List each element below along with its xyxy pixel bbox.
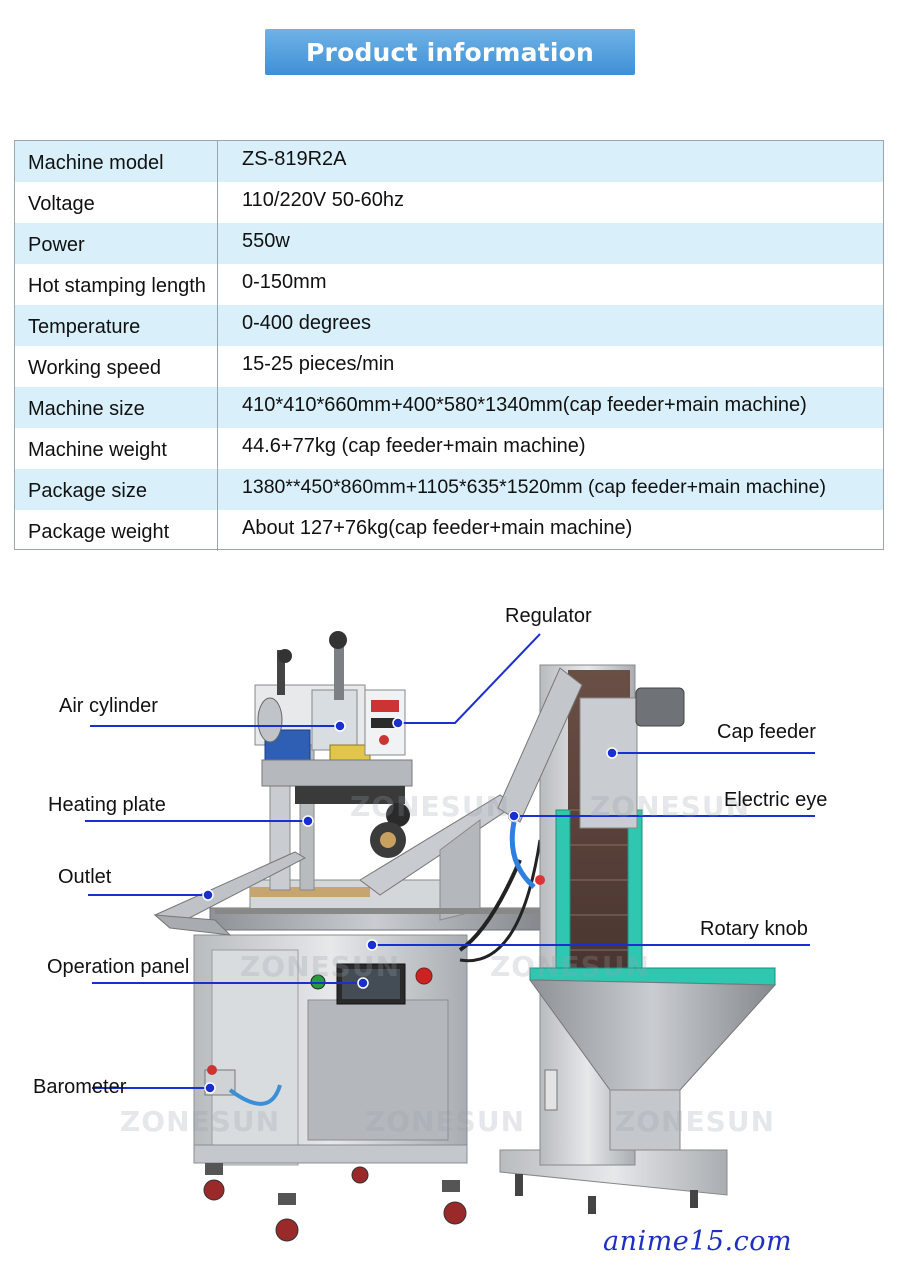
spec-value: 1380**450*860mm+1105*635*1520mm (cap fee… xyxy=(242,476,826,498)
spec-value: 0-150mm xyxy=(242,271,327,293)
spec-row: Hot stamping length 0-150mm xyxy=(15,264,883,305)
callout-lines xyxy=(85,633,815,1089)
watermark: ZONESUN xyxy=(350,790,511,823)
watermark: ZONESUN xyxy=(490,950,651,983)
spec-value: 550w xyxy=(242,230,290,252)
watermark: ZONESUN xyxy=(590,790,751,823)
spec-value: 110/220V 50-60hz xyxy=(242,189,404,211)
spec-label: Package weight xyxy=(15,510,218,551)
spec-table: Machine model ZS-819R2A Voltage 110/220V… xyxy=(14,140,884,551)
spec-label: Hot stamping length xyxy=(15,264,218,305)
callout-rotary-knob: Rotary knob xyxy=(700,918,808,940)
spec-row: Power 550w xyxy=(15,223,883,264)
spec-value: 44.6+77kg (cap feeder+main machine) xyxy=(242,435,586,457)
callout-cap-feeder: Cap feeder xyxy=(717,721,816,743)
spec-value: 0-400 degrees xyxy=(242,312,371,334)
spec-value: About 127+76kg(cap feeder+main machine) xyxy=(242,517,633,539)
callout-dots xyxy=(202,717,618,1094)
site-watermark: anime15.com xyxy=(603,1226,793,1257)
main-machine xyxy=(153,631,560,1242)
spec-row: Machine model ZS-819R2A xyxy=(15,141,883,182)
watermark: ZONESUN xyxy=(120,1105,281,1138)
product-information-banner: Product information xyxy=(265,29,635,75)
spec-row: Package size 1380**450*860mm+1105*635*15… xyxy=(15,469,883,510)
spec-row: Working speed 15-25 pieces/min xyxy=(15,346,883,387)
callout-outlet: Outlet xyxy=(58,866,112,888)
machine-illustration xyxy=(85,631,815,1242)
page-title: Product information xyxy=(306,37,594,67)
callout-electric-eye: Electric eye xyxy=(724,789,828,811)
spec-label: Voltage xyxy=(15,182,218,223)
spec-row: Machine weight 44.6+77kg (cap feeder+mai… xyxy=(15,428,883,469)
spec-label: Machine size xyxy=(15,387,218,428)
spec-row: Machine size 410*410*660mm+400*580*1340m… xyxy=(15,387,883,428)
spec-value: 410*410*660mm+400*580*1340mm(cap feeder+… xyxy=(242,394,807,416)
spec-label: Power xyxy=(15,223,218,264)
spec-value: ZS-819R2A xyxy=(242,148,347,170)
machine-figure: ZONESUN ZONESUN ZONESUN ZONESUN ZONESUN … xyxy=(0,590,900,1281)
spec-label: Machine weight xyxy=(15,428,218,469)
watermark: ZONESUN xyxy=(365,1105,526,1138)
callout-operation-panel: Operation panel xyxy=(47,956,190,978)
callout-air-cylinder: Air cylinder xyxy=(59,695,158,717)
spec-label: Working speed xyxy=(15,346,218,387)
spec-row: Temperature 0-400 degrees xyxy=(15,305,883,346)
callout-barometer: Barometer xyxy=(33,1076,127,1098)
callout-regulator: Regulator xyxy=(505,605,592,627)
watermark: ZONESUN xyxy=(240,950,401,983)
cap-feeder xyxy=(497,664,777,1214)
spec-label: Temperature xyxy=(15,305,218,346)
callout-heating-plate: Heating plate xyxy=(48,794,166,816)
watermark: ZONESUN xyxy=(615,1105,776,1138)
spec-value: 15-25 pieces/min xyxy=(242,353,395,375)
spec-row: Package weight About 127+76kg(cap feeder… xyxy=(15,510,883,551)
spec-label: Package size xyxy=(15,469,218,510)
spec-label: Machine model xyxy=(15,141,218,182)
spec-row: Voltage 110/220V 50-60hz xyxy=(15,182,883,223)
